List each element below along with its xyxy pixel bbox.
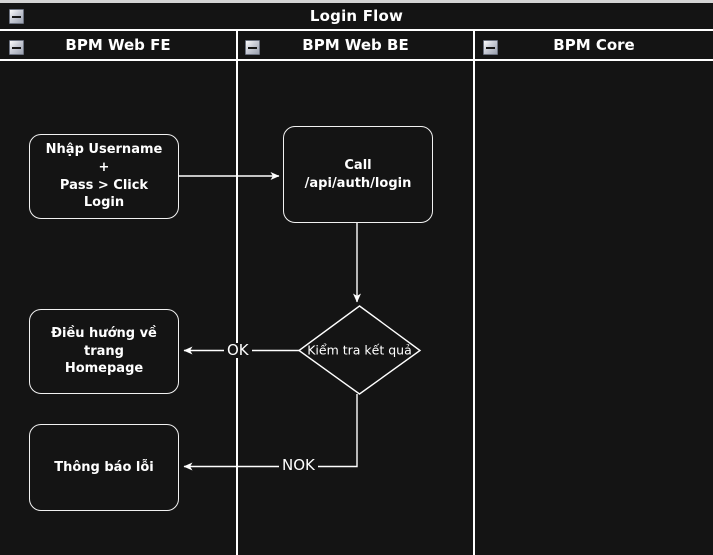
lane-label: BPM Web FE (65, 36, 171, 54)
collapse-minus-icon[interactable] (245, 40, 260, 55)
lane-separator (236, 31, 238, 555)
edge-label-nok: NOK (279, 458, 318, 473)
lane-separator (473, 31, 475, 555)
bpmn-diagram-canvas: Login Flow BPM Web FE BPM Web BE BPM Cor… (0, 3, 713, 555)
decision-node-label: Kiểm tra kết quả (307, 342, 412, 358)
lane-label: BPM Web BE (302, 36, 409, 54)
lane-header-bpm-web-be[interactable]: BPM Web BE (238, 31, 473, 61)
collapse-minus-icon[interactable] (483, 40, 498, 55)
collapse-minus-icon[interactable] (9, 40, 24, 55)
task-node-show-error[interactable]: Thông báo lỗi (29, 424, 179, 511)
edge-label-ok: OK (224, 343, 252, 358)
page-title: Login Flow (309, 7, 404, 25)
task-node-call-api[interactable]: Call /api/auth/login (283, 126, 433, 223)
lane-header-bpm-web-fe[interactable]: BPM Web FE (0, 31, 236, 61)
pool-title-bar: Login Flow (0, 3, 713, 31)
task-node-input-credentials[interactable]: Nhập Username + Pass > Click Login (29, 134, 179, 219)
collapse-minus-icon[interactable] (9, 9, 24, 24)
decision-node-check-result[interactable]: Kiểm tra kết quả (299, 306, 420, 394)
edge-decision-to-error (183, 394, 358, 471)
lane-header-bpm-core[interactable]: BPM Core (475, 31, 713, 61)
lane-label: BPM Core (553, 36, 635, 54)
task-node-redirect-homepage[interactable]: Điều hướng về trang Homepage (29, 309, 179, 394)
